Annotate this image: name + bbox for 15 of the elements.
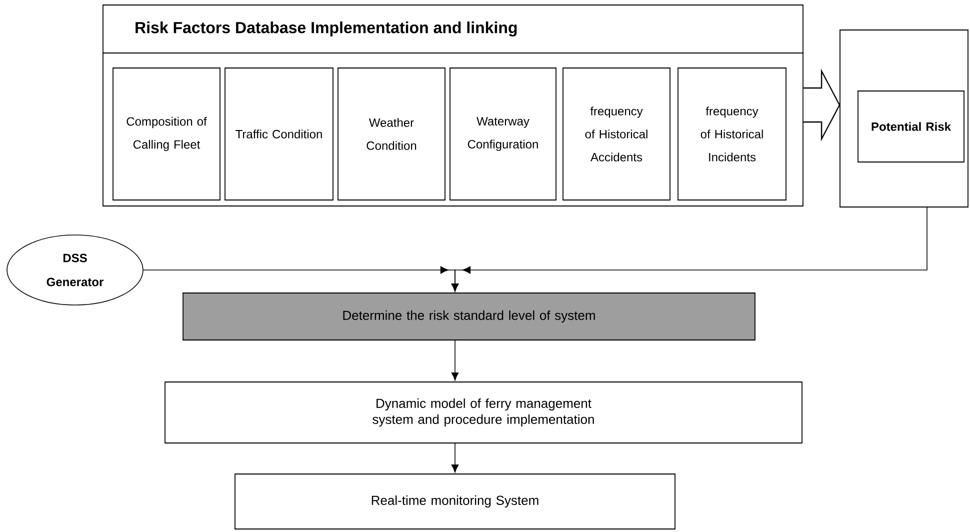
- arrow: [451, 340, 459, 381]
- process-box: [840, 30, 968, 208]
- arrow: [451, 443, 459, 473]
- factor-box: frequency of Historical Accidents: [562, 68, 670, 200]
- process-box: Real-time monitoring System: [234, 474, 676, 530]
- factor-box: frequency of Historical Incidents: [678, 68, 786, 200]
- result-box: Potential Risk: [858, 90, 964, 162]
- factor-box: Composition of Calling Fleet: [112, 68, 220, 200]
- arrow: [451, 207, 928, 292]
- process-box: Determine the risk standard level of system: [182, 292, 756, 340]
- factor-box: Waterway Configuration: [450, 68, 556, 200]
- factor-box: Weather Condition: [338, 68, 446, 200]
- factor-box: Traffic Condition: [224, 68, 334, 200]
- block-arrow: [802, 68, 840, 142]
- process-box: Dynamic model of ferry management system and procedure implementation: [164, 382, 802, 444]
